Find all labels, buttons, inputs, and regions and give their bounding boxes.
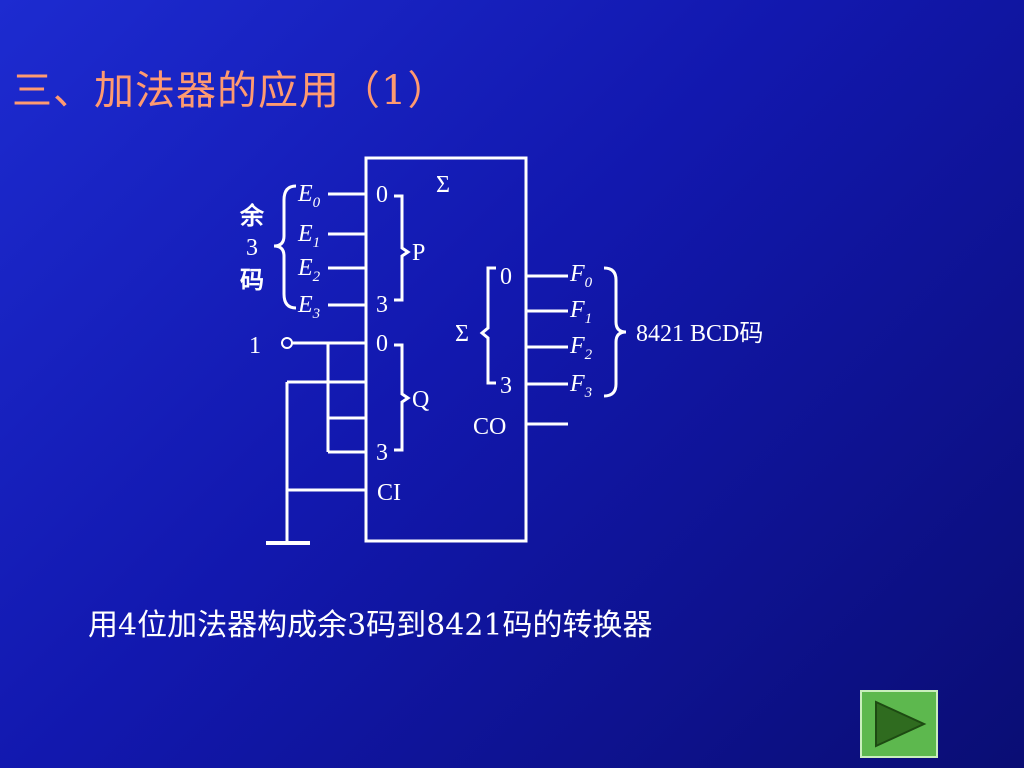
label-f3: F3: [569, 371, 592, 401]
p-label: P: [412, 240, 425, 266]
label-e0: E0: [297, 181, 321, 211]
q-pin-end: 3: [376, 440, 388, 466]
adder-block: [364, 156, 528, 543]
label-f2: F2: [569, 333, 593, 363]
sum-bracket: [479, 266, 496, 385]
adder-diagram: Σ 余 3 码 E0 E1 E2 E3 1 0 3 P 0 3 Q CI Σ 0…: [239, 156, 763, 545]
left-label-char-1: 余: [239, 202, 265, 230]
sum-pin-start: 0: [500, 264, 512, 290]
p-pin-end: 3: [376, 292, 388, 318]
q-pin-start: 0: [376, 331, 388, 357]
sum-pin-end: 3: [500, 373, 512, 399]
co-label: CO: [473, 414, 506, 440]
label-f1: F1: [569, 297, 592, 327]
left-label-char-2: 3: [246, 235, 258, 261]
left-brace: [273, 184, 297, 310]
slide-title: 三、加法器的应用（1）: [12, 68, 449, 114]
sum-symbol: Σ: [455, 321, 469, 347]
p-bracket: [394, 194, 411, 302]
q-label: Q: [412, 387, 429, 413]
slide-caption: 用4位加法器构成余3码到8421码的转换器: [88, 608, 653, 643]
input-one-terminal: [281, 337, 293, 349]
right-brace: [603, 266, 627, 398]
output-group-label: 8421 BCD码: [636, 321, 763, 347]
block-symbol: Σ: [436, 172, 450, 198]
label-e1: E1: [297, 221, 320, 251]
ci-label: CI: [377, 480, 401, 506]
label-f0: F0: [569, 261, 593, 291]
play-triangle-icon: [875, 700, 927, 748]
label-e3: E3: [297, 292, 320, 322]
p-pin-start: 0: [376, 182, 388, 208]
q-bracket: [394, 343, 411, 452]
input-one-label: 1: [249, 333, 261, 359]
left-label-char-3: 码: [240, 268, 264, 294]
label-e2: E2: [297, 255, 321, 285]
next-slide-button[interactable]: [860, 690, 938, 758]
